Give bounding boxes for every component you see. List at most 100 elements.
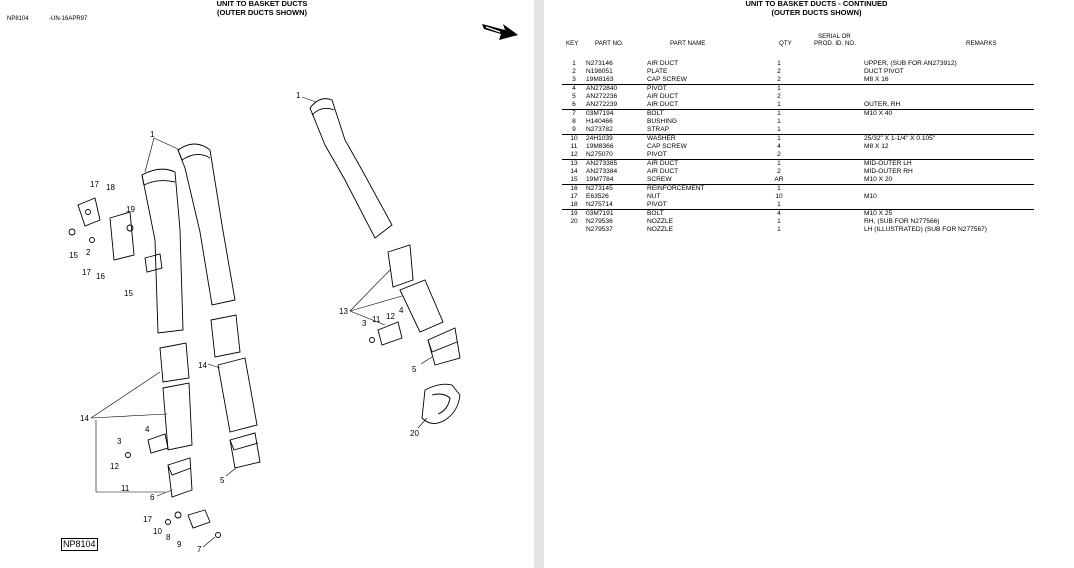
row-qty: 4 xyxy=(759,209,799,218)
row-serial xyxy=(799,84,864,93)
row-part-no: 19M8366 xyxy=(586,143,614,150)
row-part-no: N273146 xyxy=(586,60,613,67)
callout: 5 xyxy=(412,365,417,374)
row-key: 12 xyxy=(570,151,578,158)
callout: 13 xyxy=(339,307,348,316)
row-part-name: PLATE xyxy=(647,68,668,75)
row-part-no: AN273384 xyxy=(586,168,618,175)
row-key: 5 xyxy=(572,93,576,100)
row-part-no: N279536 xyxy=(586,218,613,225)
row-remarks: OUTER, RH xyxy=(864,101,901,108)
col-header-serial-2: PROD. ID. NO. xyxy=(814,40,856,47)
row-remarks: M10 xyxy=(864,193,877,200)
callout: 5 xyxy=(220,476,225,485)
row-part-name: CAP SCREW xyxy=(647,143,687,150)
row-key: 14 xyxy=(570,168,578,175)
callout: 3 xyxy=(117,437,122,446)
callout: 3 xyxy=(362,319,367,328)
row-part-name: AIR DUCT xyxy=(647,101,679,108)
row-serial xyxy=(799,93,864,101)
drawing-lines xyxy=(68,98,461,538)
callout-labels: 1 1 17 18 19 2 15 17 16 15 13 3 11 12 4 … xyxy=(69,91,419,554)
row-serial xyxy=(799,101,864,110)
parts-list-page: UNIT TO BASKET DUCTS - CONTINUED (OUTER … xyxy=(544,0,1074,568)
callout: 11 xyxy=(372,315,381,324)
callout: 1 xyxy=(150,130,155,139)
direction-arrow-icon xyxy=(482,21,518,40)
row-part-no: 03M7194 xyxy=(586,109,647,118)
callout: 12 xyxy=(110,462,119,471)
row-part-no: AN273385 xyxy=(586,159,647,168)
exploded-parts-diagram: 1 1 17 18 19 2 15 17 16 15 13 3 11 12 4 … xyxy=(68,21,518,554)
col-header-key: KEY xyxy=(566,40,579,47)
row-key: 13 xyxy=(562,159,586,168)
row-part-no: 24H1039 xyxy=(586,134,647,143)
row-remarks: M10 X 25 xyxy=(864,209,1034,218)
row-key: 7 xyxy=(562,109,586,118)
row-key: 11 xyxy=(570,143,578,150)
callout: 17 xyxy=(143,515,152,524)
col-header-qty: QTY xyxy=(779,40,792,47)
callout: 2 xyxy=(86,248,91,257)
row-part-no: AN272840 xyxy=(586,84,647,93)
row-key: 18 xyxy=(570,201,578,208)
row-remarks xyxy=(864,151,1034,160)
row-serial xyxy=(799,201,864,210)
row-serial xyxy=(799,209,864,218)
row-qty: 2 xyxy=(777,68,781,75)
row-part-no: N275714 xyxy=(586,201,613,208)
row-key: 2 xyxy=(572,68,576,75)
row-qty: 2 xyxy=(777,168,781,175)
row-serial xyxy=(799,193,864,201)
col-header-remarks: REMARKS xyxy=(966,40,997,47)
row-part-name: PIVOT xyxy=(647,201,667,208)
row-remarks: M10 X 20 xyxy=(864,176,893,183)
col-header-serial-1: SERIAL OR xyxy=(818,33,851,40)
row-qty: 2 xyxy=(777,76,781,83)
row-key xyxy=(562,226,586,234)
row-remarks: UPPER, (SUB FOR AN273912) xyxy=(864,60,957,67)
row-qty: 1 xyxy=(759,159,799,168)
col-header-part-no: PART NO. xyxy=(595,40,624,47)
row-part-no: 03M7191 xyxy=(586,209,647,218)
row-serial xyxy=(799,159,864,168)
row-qty: 10 xyxy=(775,193,783,200)
row-remarks: M8 X 12 xyxy=(864,143,889,150)
row-remarks xyxy=(864,126,1034,135)
row-qty: 1 xyxy=(759,84,799,93)
parts-list-title-line2: (OUTER DUCTS SHOWN) xyxy=(771,7,862,17)
row-qty: 1 xyxy=(759,109,799,118)
row-qty: 1 xyxy=(777,101,781,108)
row-part-name: WASHER xyxy=(647,134,759,143)
row-qty: 1 xyxy=(777,126,781,133)
row-part-name: CAP SCREW xyxy=(647,76,687,83)
row-qty: 2 xyxy=(777,151,781,158)
figure-label: NP8104 xyxy=(61,538,98,551)
callout: 4 xyxy=(145,425,150,434)
callout: 4 xyxy=(399,306,404,315)
callout: 11 xyxy=(121,484,130,493)
row-key: 4 xyxy=(562,84,586,93)
row-key: 16 xyxy=(562,184,586,193)
row-part-name: BUSHING xyxy=(647,118,678,125)
row-serial xyxy=(799,126,864,135)
row-key: 10 xyxy=(562,134,586,143)
row-qty: 1 xyxy=(759,184,799,193)
row-part-name: SCREW xyxy=(647,176,672,183)
row-key: 20 xyxy=(570,218,578,225)
callout: 19 xyxy=(126,205,135,214)
diagram-title-line2: (OUTER DUCTS SHOWN) xyxy=(217,7,307,17)
parts-list-title: UNIT TO BASKET DUCTS - CONTINUED (OUTER … xyxy=(729,0,904,17)
doc-code: -UN-16APR97 xyxy=(49,16,88,22)
row-key: 9 xyxy=(572,126,576,133)
